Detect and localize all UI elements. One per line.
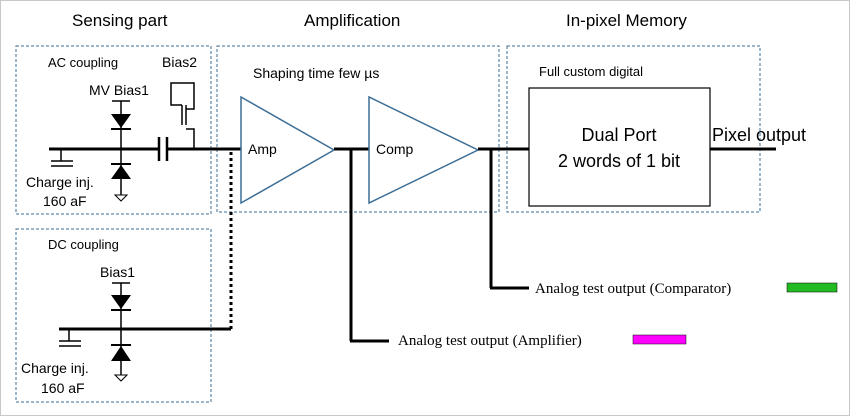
amplification-box	[216, 45, 500, 213]
comparator-swatch	[786, 282, 838, 293]
ground-icon	[113, 374, 129, 382]
amp-label: Amp	[248, 141, 277, 157]
dc-diode-bottom-icon	[111, 346, 131, 361]
ground-icon	[113, 194, 129, 202]
pixel-output-label: Pixel output	[712, 125, 806, 145]
ac-diode-top-icon	[111, 114, 131, 128]
dc-coupling-box	[15, 228, 212, 403]
ac-charge-label-1: Charge inj.	[26, 174, 94, 190]
dc-charge-label-1: Charge inj.	[21, 360, 89, 376]
heading-sensing: Sensing part	[72, 11, 168, 30]
dc-charge-label-2: 160 aF	[41, 380, 85, 396]
dual-port-memory-block	[528, 87, 711, 207]
amp-triangle	[240, 95, 336, 205]
comp-triangle	[368, 95, 480, 205]
comparator-output-label: Analog test output (Comparator)	[535, 281, 731, 297]
dc-coupling-label: DC coupling	[48, 237, 119, 252]
mv-bias1-label: MV Bias1	[89, 82, 149, 98]
memory-line-2: 2 words of 1 bit	[558, 151, 680, 171]
ac-coupling-box	[15, 45, 212, 215]
dc-diode-top-icon	[111, 295, 131, 309]
amplifier-swatch	[632, 334, 687, 345]
shaping-time-label: Shaping time few µs	[253, 65, 379, 81]
ac-coupling-label: AC coupling	[48, 55, 118, 70]
memory-subtitle: Full custom digital	[539, 64, 643, 79]
memory-box	[506, 45, 761, 213]
comp-label: Comp	[376, 141, 414, 157]
amplifier-output-label: Analog test output (Amplifier)	[398, 333, 582, 349]
dc-circuit	[59, 151, 233, 382]
heading-amplification: Amplification	[304, 11, 400, 30]
ac-diode-bottom-icon	[111, 165, 131, 179]
heading-memory: In-pixel Memory	[566, 11, 687, 30]
bias1-label: Bias1	[100, 264, 135, 280]
memory-line-1: Dual Port	[581, 125, 656, 145]
bias2-transistor-icon	[170, 82, 195, 149]
bias2-label: Bias2	[162, 54, 197, 70]
ac-circuit	[49, 82, 241, 202]
ac-charge-label-2: 160 aF	[43, 193, 87, 209]
